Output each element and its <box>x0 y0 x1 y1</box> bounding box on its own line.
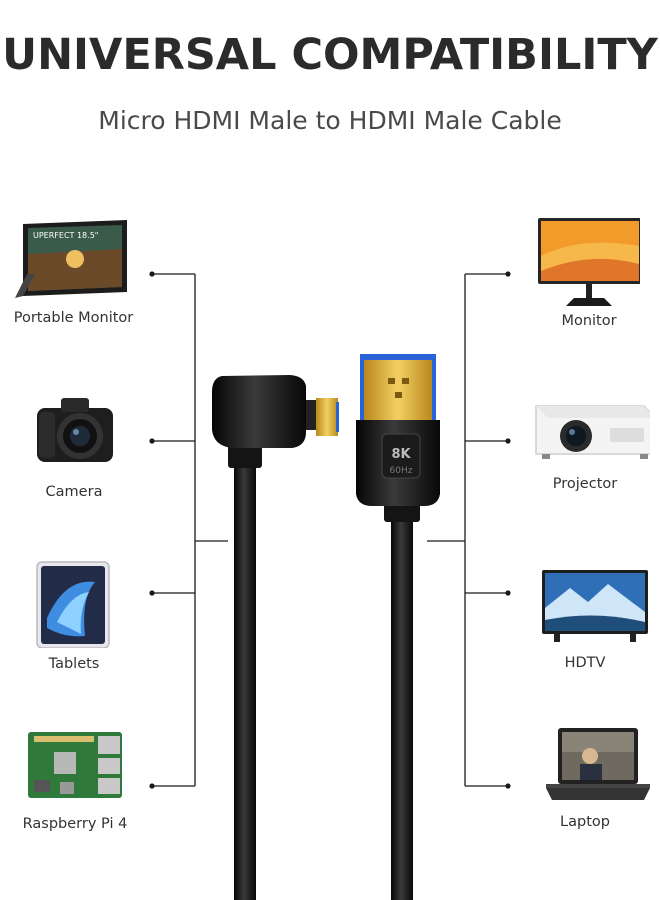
refresh-badge: 60Hz <box>390 466 413 476</box>
projector-icon <box>535 405 650 459</box>
device-label-portable-monitor: Portable Monitor <box>13 310 134 326</box>
device-portable-monitor: UPERFECT 18.5" Portable Monitor <box>0 214 150 326</box>
portable-monitor-icon: UPERFECT 18.5" <box>15 220 127 298</box>
device-label-laptop: Laptop <box>560 814 610 830</box>
hdmi-connector <box>356 354 440 900</box>
camera-icon <box>37 398 113 462</box>
device-laptop: Laptop <box>510 726 660 830</box>
device-monitor: Monitor <box>510 216 660 329</box>
monitor-icon <box>538 218 640 306</box>
device-label-camera: Camera <box>45 484 103 500</box>
device-label-raspberry-pi: Raspberry Pi 4 <box>22 816 128 832</box>
device-hdtv: HDTV <box>510 568 660 671</box>
device-projector: Projector <box>510 396 660 492</box>
device-camera: Camera <box>0 390 150 500</box>
device-label-tablets: Tablets <box>48 656 100 672</box>
device-raspberry-pi: Raspberry Pi 4 <box>0 728 150 832</box>
device-label-projector: Projector <box>552 476 618 492</box>
tablet-icon <box>36 561 110 648</box>
resolution-badge: 8K <box>391 447 411 462</box>
raspberry-pi-icon <box>28 732 122 798</box>
hdtv-icon <box>542 570 648 642</box>
laptop-icon <box>546 728 650 800</box>
page-subtitle: Micro HDMI Male to HDMI Male Cable <box>98 106 562 135</box>
micro-hdmi-connector <box>212 375 339 900</box>
device-label-hdtv: HDTV <box>564 655 606 671</box>
device-label-monitor: Monitor <box>561 313 617 329</box>
page-title: UNIVERSAL COMPATIBILITY <box>2 30 658 80</box>
device-tablets: Tablets <box>0 558 150 672</box>
portable-monitor-screen-text: UPERFECT 18.5" <box>33 231 98 240</box>
